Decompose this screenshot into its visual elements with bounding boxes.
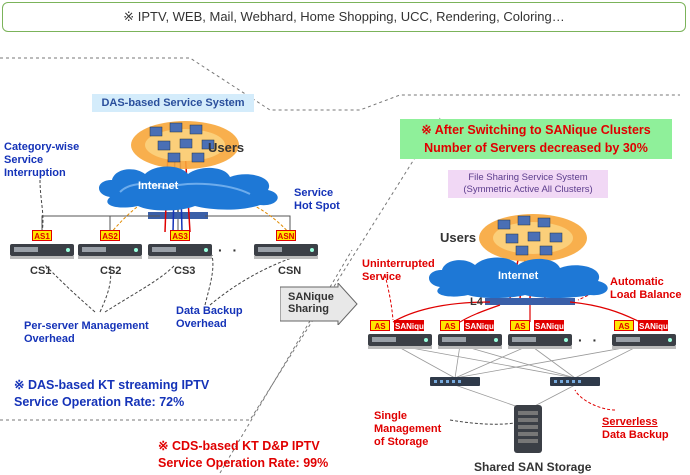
after-switch-box: ※ After Switching to SANique Clusters Nu… [400,119,672,159]
sanique-tag: SANique [638,320,673,331]
category-wise-label: Category-wise Service Interruption [4,141,80,179]
as-tag: AS [440,320,460,331]
right-server-1: AS SANique [368,320,432,350]
cds-rate-text: ※ CDS-based KT D&P IPTV Service Operatio… [158,439,329,470]
as-tag: AS [370,320,390,331]
sanique-tag: SANique [394,320,429,331]
server-icon [78,244,142,259]
left-server-2: AS2 [78,230,142,262]
server-icon [148,244,212,259]
as-tag-n: ASN [276,230,296,241]
file-sharing-box: File Sharing Service System (Symmetric A… [448,170,608,198]
cs-label-1: CS1 [30,265,52,277]
separator-diagonal [0,117,441,421]
shared-san-label: Shared SAN Storage [474,460,592,474]
right-switch [485,298,575,305]
right-server-2: AS SANique [438,320,502,350]
san-switch-2 [550,377,600,386]
uninterrupted-label: Uninterrupted Service [362,258,435,283]
server-icon [10,244,74,259]
sanique-tag: SANique [464,320,499,331]
sanique-sharing-arrow [280,283,358,325]
l4-label: L4 [470,296,483,308]
right-internet-cloud [428,257,608,298]
right-users-label: Users [440,230,477,245]
left-internet-cloud [98,166,278,211]
server-icon [508,334,572,349]
sanique-sharing-label: SANique Sharing [288,291,334,315]
auto-load-balance-label: Automatic Load Balance [610,276,682,301]
separator-top [0,57,680,111]
data-backup-label: Data Backup Overhead [176,305,243,330]
separator-lower [219,249,353,474]
left-server-3: AS3 [148,230,212,262]
serverless-label: Serverless Data Backup [602,416,669,441]
server-icon [612,334,676,349]
left-users-cluster [131,121,239,169]
left-switch [148,212,208,219]
hot-spot-label: Service Hot Spot [294,187,340,212]
sanique-tag: SANique [534,320,569,331]
ellipsis-right: · · [578,332,601,348]
per-server-label: Per-server Management Overhead [24,320,149,345]
as-tag: AS [510,320,530,331]
das-rate-text: ※ DAS-based KT streaming IPTV Service Op… [14,378,210,409]
as-tag-1: AS1 [32,230,52,241]
banner-text: ※ IPTV, WEB, Mail, Webhard, Home Shoppin… [123,9,565,24]
top-banner: ※ IPTV, WEB, Mail, Webhard, Home Shoppin… [2,2,686,32]
das-title: DAS-based Service System [92,94,254,112]
cs-label-2: CS2 [100,265,122,277]
as-tag-2: AS2 [100,230,120,241]
single-management-label: Single Management of Storage [374,410,442,448]
left-users-label: Users [208,140,245,155]
san-storage-icon [514,405,542,453]
as-tag: AS [614,320,634,331]
server-icon [438,334,502,349]
ellipsis-left: · · [218,242,241,258]
san-switch-1 [430,377,480,386]
right-server-n: AS SANique [612,320,676,350]
right-server-3: AS SANique [508,320,572,350]
left-server-1: AS1 [10,230,74,262]
server-icon [254,244,318,259]
server-icon [368,334,432,349]
left-internet-label: Internet [138,180,179,192]
left-server-n: ASN [254,230,318,262]
cs-label-n: CSN [278,265,302,277]
as-tag-3: AS3 [170,230,190,241]
cs-label-3: CS3 [174,265,196,277]
right-users-cluster [479,214,587,262]
right-internet-label: Internet [498,270,539,282]
